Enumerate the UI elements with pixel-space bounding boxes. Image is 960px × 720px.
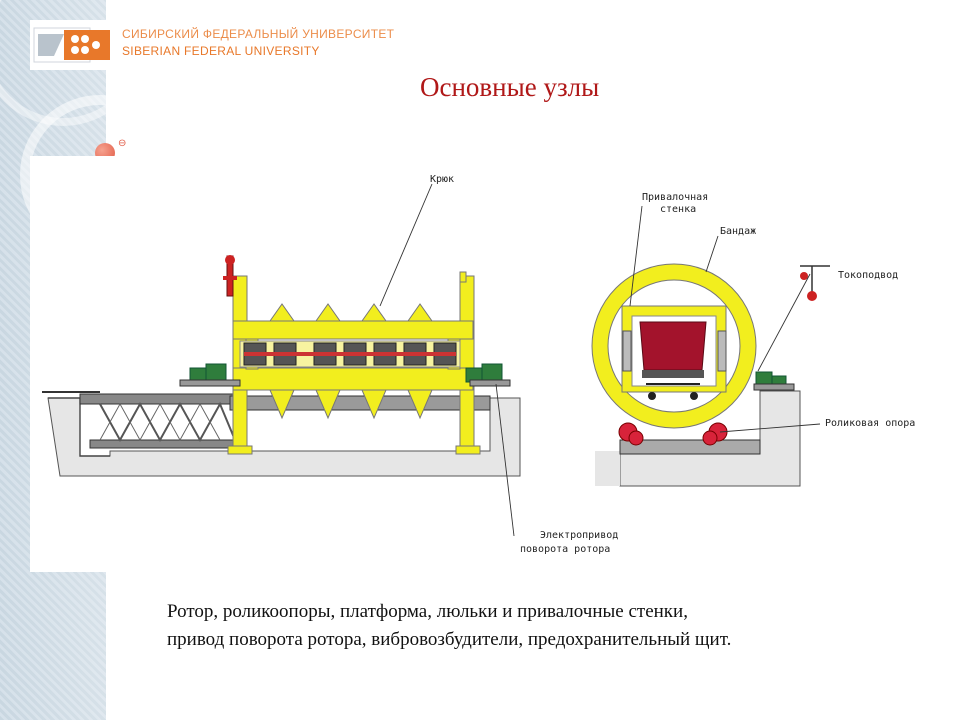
slide-caption: Ротор, роликоопоры, платформа, люльки и …	[167, 598, 927, 654]
caption-line-1: Ротор, роликоопоры, платформа, люльки и …	[167, 601, 688, 622]
left-ground	[47, 397, 521, 477]
org-name: СИБИРСКИЙ ФЕДЕРАЛЬНЫЙ УНИВЕРСИТЕТ SIBERI…	[122, 26, 394, 60]
org-name-en: SIBERIAN FEDERAL UNIVERSITY	[122, 44, 320, 58]
roller-supports	[618, 422, 728, 446]
machine-diagram-svg: Крюк Привалочная стенка Бандаж Токоподво…	[42, 174, 915, 555]
label-roller-support: Роликовая опора	[825, 418, 915, 429]
red-wagon	[639, 321, 707, 400]
caption-line-2: привод поворота ротора, вибровозбудители…	[167, 629, 732, 650]
machine-diagram: Крюк Привалочная стенка Бандаж Токоподво…	[30, 156, 960, 572]
label-clamp-wall-line2: стенка	[660, 204, 696, 215]
label-drive-line1: Электропривод	[540, 530, 618, 541]
drive-units	[189, 363, 503, 385]
wagon-row	[239, 340, 461, 368]
right-ground	[595, 390, 801, 487]
sfu-logo-icon	[30, 20, 114, 70]
org-name-ru: СИБИРСКИЙ ФЕДЕРАЛЬНЫЙ УНИВЕРСИТЕТ	[122, 27, 395, 41]
truss-platform	[79, 393, 241, 449]
right-drive	[753, 371, 795, 391]
label-clamp-wall-line1: Привалочная	[642, 192, 708, 203]
slide-title: Основные узлы	[420, 72, 600, 102]
label-current-supply: Токоподвод	[838, 270, 898, 281]
decorative-glyph-icon: ⊖	[118, 138, 127, 149]
current-supply-device	[800, 265, 830, 301]
label-hook: Крюк	[430, 174, 454, 185]
label-bandage: Бандаж	[720, 226, 756, 237]
header-band	[106, 0, 960, 150]
hook-device	[223, 255, 237, 297]
label-drive-line2: поворота ротора	[520, 544, 610, 555]
